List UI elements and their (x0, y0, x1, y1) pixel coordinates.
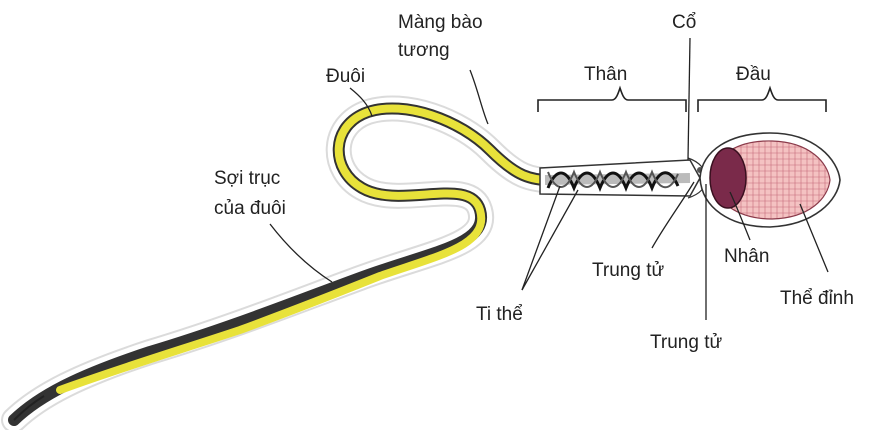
label-nucleus: Nhân (724, 246, 769, 267)
label-body: Thân (584, 64, 627, 85)
label-tail: Đuôi (326, 66, 365, 87)
label-mitochondria: Ti thể (476, 304, 523, 325)
label-centriole-1: Trung tử (592, 260, 664, 281)
brace-body (538, 88, 686, 112)
label-axial-filament-2: của đuôi (214, 198, 286, 219)
brace-head (698, 88, 826, 112)
label-neck: Cổ (672, 12, 696, 33)
label-membrane-2: tương (398, 40, 450, 61)
label-centriole-2: Trung tử (650, 332, 722, 353)
leader-mitochondria-b (522, 190, 578, 290)
label-acrosome: Thể đỉnh (780, 288, 854, 309)
head (700, 133, 840, 227)
leader-membrane (470, 70, 488, 124)
label-head: Đầu (736, 64, 771, 85)
midpiece (540, 160, 700, 196)
label-membrane: Màng bào (398, 12, 483, 33)
leader-axial-filament (270, 224, 332, 282)
nucleus-shape (710, 148, 746, 208)
leader-mitochondria-a (522, 186, 560, 290)
label-axial-filament: Sợi trục (214, 168, 280, 189)
leader-neck (688, 38, 690, 160)
